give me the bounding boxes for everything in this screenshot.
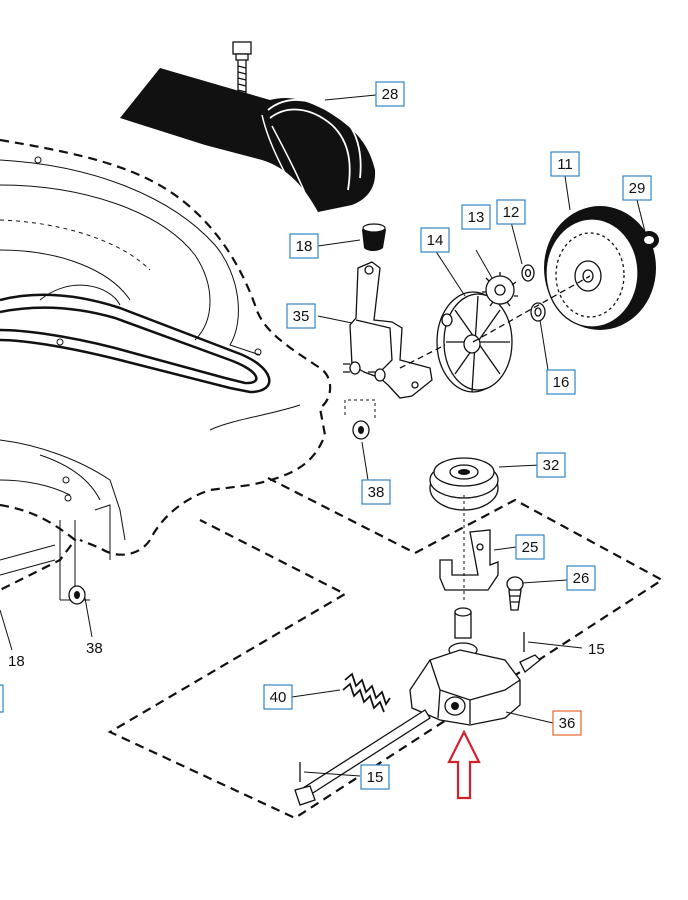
leader-lines bbox=[0, 94, 646, 724]
transmission-outline bbox=[107, 477, 665, 820]
adjuster-lever-35 bbox=[343, 261, 433, 399]
callout-29: 29 bbox=[622, 175, 652, 201]
svg-text:15: 15 bbox=[588, 641, 605, 658]
nut-38-lower bbox=[68, 585, 86, 605]
svg-text:18: 18 bbox=[296, 238, 313, 255]
transmission-36 bbox=[409, 607, 541, 726]
callout-15-lower: 15 bbox=[360, 764, 390, 790]
highlight-arrow bbox=[447, 729, 481, 800]
axle-shaft bbox=[294, 709, 431, 806]
mower-deck bbox=[0, 138, 332, 713]
svg-text:38: 38 bbox=[368, 484, 385, 501]
svg-text:12: 12 bbox=[503, 204, 520, 221]
svg-text:18: 18 bbox=[8, 653, 25, 670]
svg-text:40: 40 bbox=[270, 689, 287, 706]
svg-text:14: 14 bbox=[427, 232, 444, 249]
svg-text:29: 29 bbox=[629, 180, 646, 197]
svg-text:32: 32 bbox=[543, 457, 560, 474]
callout-38-lower: 38 bbox=[86, 640, 103, 657]
svg-text:11: 11 bbox=[557, 156, 573, 173]
callout-25: 25 bbox=[515, 534, 545, 560]
svg-text:25: 25 bbox=[522, 539, 539, 556]
callout-15-upper: 15 bbox=[588, 641, 605, 658]
callout-14: 14 bbox=[420, 227, 450, 253]
svg-text:13: 13 bbox=[468, 209, 485, 226]
callout-38-upper: 38 bbox=[361, 479, 391, 505]
callout-40: 40 bbox=[263, 684, 293, 710]
pin-15-lower bbox=[299, 762, 361, 782]
callout-28: 28 bbox=[375, 81, 405, 107]
callout-18-lower: 18 bbox=[8, 653, 25, 670]
svg-text:36: 36 bbox=[559, 715, 576, 732]
nut-38-upper bbox=[352, 420, 370, 440]
callout-18-upper: 18 bbox=[289, 233, 319, 259]
callout-16: 16 bbox=[546, 369, 576, 395]
spring-40 bbox=[342, 672, 391, 713]
callout-32: 32 bbox=[536, 452, 566, 478]
rear-cover-28 bbox=[120, 68, 376, 212]
hub-plate-14 bbox=[436, 291, 513, 393]
wheel-11 bbox=[544, 206, 656, 330]
svg-text:15: 15 bbox=[367, 769, 384, 786]
svg-text:38: 38 bbox=[86, 640, 103, 657]
callout-35: 35 bbox=[286, 303, 316, 329]
svg-text:28: 28 bbox=[382, 86, 399, 103]
callout-12: 12 bbox=[496, 199, 526, 225]
callout-13: 13 bbox=[461, 204, 491, 230]
adjuster-knob-18 bbox=[362, 223, 386, 251]
bolt-26 bbox=[506, 576, 524, 611]
callout-26: 26 bbox=[566, 565, 596, 591]
svg-text:26: 26 bbox=[573, 570, 590, 587]
pin-15-upper bbox=[523, 632, 583, 652]
callout-36: 36 bbox=[552, 710, 582, 736]
bracket-25 bbox=[439, 529, 499, 591]
pinion-gear-13 bbox=[482, 272, 518, 307]
svg-text:16: 16 bbox=[553, 374, 570, 391]
washer-12 bbox=[521, 264, 535, 282]
callout-11: 11 bbox=[550, 151, 580, 177]
svg-text:35: 35 bbox=[293, 308, 310, 325]
nut-29 bbox=[639, 231, 659, 249]
